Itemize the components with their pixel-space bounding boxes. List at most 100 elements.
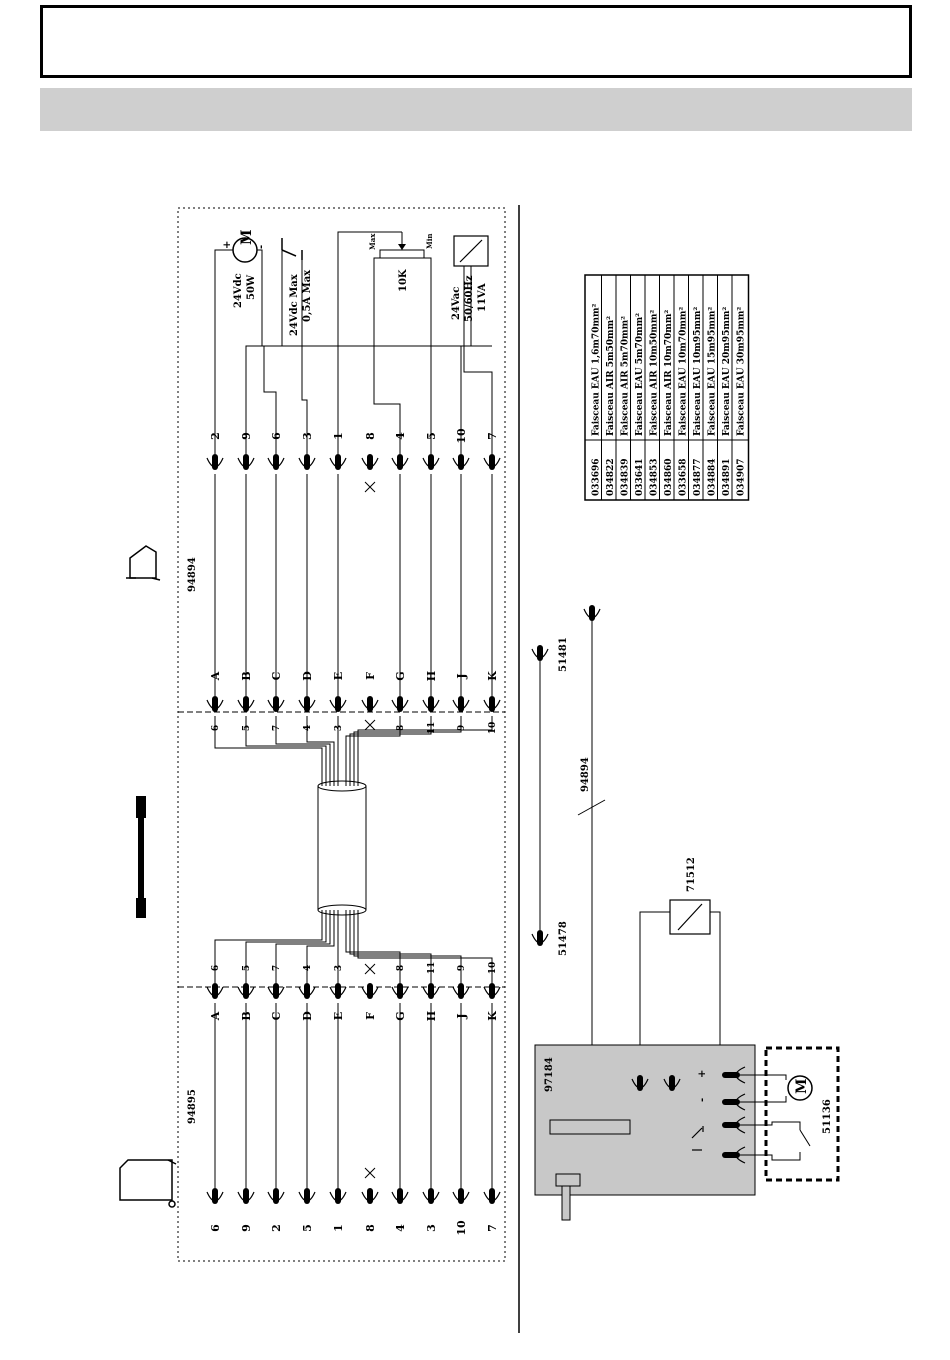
box-plus: + — [697, 1070, 708, 1078]
right-end-pin-number: 3 — [301, 432, 314, 440]
connector-ref-left: 94895 — [187, 1089, 198, 1124]
table-row-desc: Faisceau AIR 5m50mm² — [606, 316, 616, 436]
pin-94894-letter — [237, 696, 255, 712]
wires — [214, 231, 493, 1188]
motor-symbol: M + - — [222, 230, 267, 263]
pin-94895-end — [391, 1188, 409, 1204]
motor-letter: M — [239, 230, 255, 246]
left-letter: J — [455, 1013, 468, 1019]
right-wire-number: 5 — [242, 725, 252, 731]
pin-94895-end — [206, 1188, 224, 1204]
section-header-bar — [40, 88, 912, 131]
right-end-pin-number: 10 — [455, 428, 468, 444]
box-ref: 97184 — [544, 1057, 555, 1092]
pin-94894-end — [483, 454, 501, 470]
left-letter: F — [364, 1012, 377, 1020]
table-row-ref: 034839 — [620, 458, 630, 496]
left-end-pin-number: 5 — [301, 1224, 314, 1232]
module-motor-letter: M — [794, 1079, 810, 1095]
right-wire-number: 3 — [334, 725, 344, 731]
table-row-ref: 034877 — [693, 458, 703, 496]
motor-label-power: 50W — [246, 274, 257, 300]
left-end-pin-number: 8 — [364, 1224, 377, 1232]
right-letter: F — [364, 672, 377, 680]
pin-94894-letter — [422, 696, 440, 712]
pin-94894-letter — [206, 696, 224, 712]
left-end-pin-number: 10 — [455, 1220, 468, 1236]
pin-94894-letter — [298, 696, 316, 712]
mounting-bracket-icon — [126, 545, 161, 581]
pin-94895-end — [237, 1188, 255, 1204]
left-end-pin-number: 1 — [332, 1224, 345, 1232]
motor-plus: + — [222, 241, 233, 249]
supply-label-voltage: 24Vac — [451, 287, 462, 320]
right-letter: B — [240, 671, 253, 680]
left-wire-number: 3 — [334, 965, 344, 971]
right-letter: G — [394, 671, 407, 680]
pin-box-b — [663, 1075, 681, 1091]
pin-box-side — [722, 1093, 746, 1111]
right-wire-number: 7 — [272, 725, 282, 731]
right-wire-number: 11 — [427, 722, 437, 735]
pin-94894-end — [206, 454, 224, 470]
left-wire-number: 6 — [211, 965, 221, 971]
table-row-desc: Faisceau EAU 30m95mm² — [736, 307, 746, 436]
pin-94894-end — [361, 454, 379, 470]
right-end-pin-number: 6 — [270, 432, 283, 440]
right-letter: A — [209, 671, 222, 681]
left-end-pin-number: 2 — [270, 1224, 283, 1232]
right-letter: H — [425, 671, 438, 681]
left-wire-number: 11 — [427, 962, 437, 975]
switch-symbol — [281, 238, 303, 260]
table-row-ref: 034853 — [649, 458, 659, 496]
switch-label-voltage: 24Vdc Max — [289, 273, 300, 336]
pot-min: Min — [425, 234, 434, 250]
pin-94894-letter — [391, 696, 409, 712]
right-end-pin-number: 2 — [209, 432, 222, 440]
harness-ref-94894: 94894 — [580, 757, 591, 792]
module-ref: 51136 — [822, 1099, 833, 1134]
pin-94894-letter — [361, 696, 379, 712]
table-row-ref: 034822 — [606, 458, 616, 496]
pin-94895-letter — [361, 983, 379, 999]
control-box-97184 — [534, 1044, 756, 1221]
box-switch-symbol — [691, 1126, 704, 1151]
pin-94894-end — [329, 454, 347, 470]
right-end-pin-number: 9 — [240, 432, 253, 440]
left-wire-number: 5 — [242, 965, 252, 971]
pin-94894-remote — [583, 605, 601, 621]
pin-box-side — [722, 1066, 746, 1084]
box-minus: - — [697, 1098, 708, 1102]
left-letter: C — [270, 1011, 283, 1020]
pin-94894-letter — [329, 696, 347, 712]
module-51136 — [740, 1046, 840, 1182]
table-row-ref: 034907 — [736, 458, 746, 496]
left-end-pin-number: 6 — [209, 1224, 222, 1232]
right-letter: C — [270, 671, 283, 680]
boiler-bracket-icon — [119, 1159, 177, 1208]
table-row-desc: Faisceau AIR 10m50mm² — [649, 310, 659, 436]
left-wire-number: 8 — [396, 965, 406, 971]
pin-94895-letter — [391, 983, 409, 999]
left-end-pin-number: 7 — [486, 1224, 499, 1232]
right-letter: J — [455, 673, 468, 679]
cable-harness-icon — [136, 796, 146, 918]
pin-94894-end — [298, 454, 316, 470]
table-row-ref: 034860 — [664, 458, 674, 496]
right-wire-number: 10 — [488, 722, 498, 735]
pin-94895-end — [452, 1188, 470, 1204]
pin-94895-end — [483, 1188, 501, 1204]
pin-box-side — [722, 1116, 746, 1134]
pin-94894-letter — [452, 696, 470, 712]
motor-minus: - — [256, 245, 267, 249]
pot-value: 10K — [398, 269, 409, 292]
table-row-desc: Faisceau EAU 15m95mm² — [707, 307, 717, 436]
transformer-ref: 71512 — [686, 857, 697, 892]
right-end-pin-number: 8 — [364, 432, 377, 440]
table-row-desc: Faisceau EAU 10m95mm² — [693, 307, 703, 436]
pin-94895-letter — [206, 983, 224, 999]
left-letter: B — [240, 1011, 253, 1020]
table-row-desc: Faisceau AIR 5m70mm² — [620, 316, 630, 436]
table-row-ref: 033641 — [635, 458, 645, 496]
right-end-pin-number: 7 — [486, 432, 499, 440]
